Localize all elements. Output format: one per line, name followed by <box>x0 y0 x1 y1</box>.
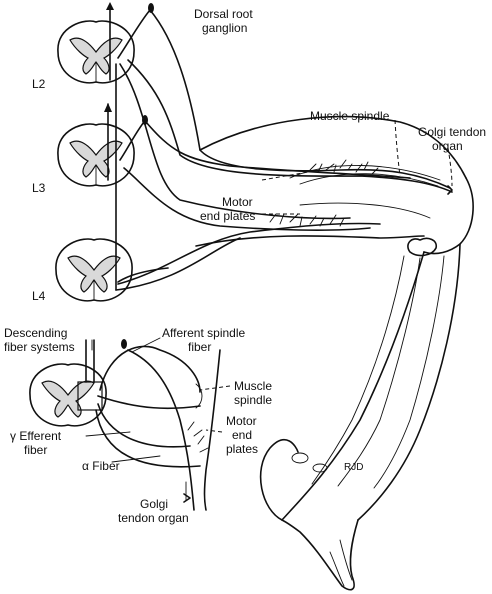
label-motor-inset-2: end <box>232 428 252 442</box>
label-afferent-1: Afferent spindle <box>162 326 245 340</box>
label-motor-top-2: end plates <box>200 209 255 223</box>
inset-reflex <box>77 339 221 511</box>
golgi-tendon-organ-top <box>447 185 453 195</box>
label-muscle-spindle-inset-2: spindle <box>234 393 272 407</box>
label-descending-2: fiber systems <box>4 340 75 354</box>
label-motor-inset-1: Motor <box>226 414 257 428</box>
artist-signature: RJD <box>344 462 363 473</box>
label-gamma-2: fiber <box>24 443 47 457</box>
spinal-cord-l2 <box>57 20 135 84</box>
label-muscle-spindle-inset-1: Muscle <box>234 379 272 393</box>
label-dorsal-root-1: Dorsal root <box>194 7 253 21</box>
label-gamma-1: γ Efferent <box>10 429 62 443</box>
label-motor-inset-3: plates <box>226 442 258 456</box>
label-golgi-top-2: organ <box>432 139 463 153</box>
leg-outline <box>195 115 474 591</box>
label-golgi-top-1: Golgi tendon <box>418 125 486 139</box>
label-alpha: α Fiber <box>82 459 120 473</box>
nerve-bundles <box>115 9 453 291</box>
label-afferent-2: fiber <box>188 340 211 354</box>
leader-lines <box>85 119 453 501</box>
label-dorsal-root-2: ganglion <box>202 21 247 35</box>
label-golgi-inset-1: Golgi <box>140 497 168 511</box>
motor-end-plates-top <box>269 159 379 227</box>
spinal-cord-l3 <box>57 123 135 187</box>
label-l4: L4 <box>32 289 46 303</box>
label-descending-1: Descending <box>4 326 67 340</box>
label-motor-top-1: Motor <box>222 195 253 209</box>
label-golgi-inset-2: tendon organ <box>118 511 189 525</box>
spinal-cord-l4 <box>55 238 133 302</box>
label-l2: L2 <box>32 77 46 91</box>
ascending-fibers <box>104 2 117 291</box>
label-muscle-spindle-top: Muscle spindle <box>310 109 390 123</box>
label-l3: L3 <box>32 181 46 195</box>
